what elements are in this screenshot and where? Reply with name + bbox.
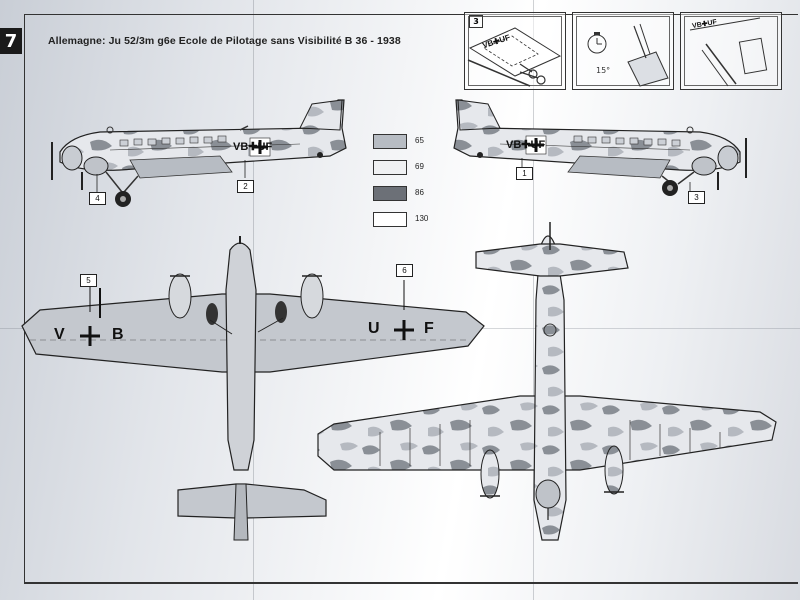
bottom-view-lower (317, 222, 777, 541)
registration-left-side: VB✚UF (233, 141, 273, 153)
callout-2: 2 (237, 180, 254, 193)
registration-right-side: VB✚UF (506, 139, 546, 151)
apply-decal-illustration (689, 17, 768, 87)
wing-letter: B (112, 326, 124, 343)
legend-swatch (373, 134, 407, 149)
wing-letter: U (368, 320, 380, 337)
legend-swatch (373, 212, 407, 227)
angle-label: 15° (596, 66, 611, 75)
callout-3: 3 (688, 191, 705, 204)
legend-swatch (373, 160, 407, 175)
water-bowl-illustration (587, 23, 669, 87)
scissors-cut-illustration (467, 27, 562, 87)
top-view-upper (21, 236, 485, 541)
legend-swatch (373, 186, 407, 201)
sheet-title: Allemagne: Ju 52/3m g6e Ecole de Pilotag… (48, 35, 401, 47)
legend-code: 86 (415, 188, 424, 197)
callout-6: 6 (396, 264, 413, 277)
wing-letter: V (54, 326, 65, 343)
wing-letter: F (424, 320, 434, 337)
callout-5: 5 (80, 274, 97, 287)
legend-code: 130 (415, 214, 429, 223)
decal-step-soak (572, 12, 674, 90)
step-number: 3 (469, 15, 483, 28)
callout-4: 4 (89, 192, 106, 205)
legend-code: 69 (415, 162, 424, 171)
page-number: 7 (0, 28, 22, 54)
side-view-right (453, 99, 747, 196)
fold-line (533, 0, 534, 600)
callout-1: 1 (516, 167, 533, 180)
side-view-left (51, 99, 347, 207)
legend-code: 65 (415, 136, 424, 145)
